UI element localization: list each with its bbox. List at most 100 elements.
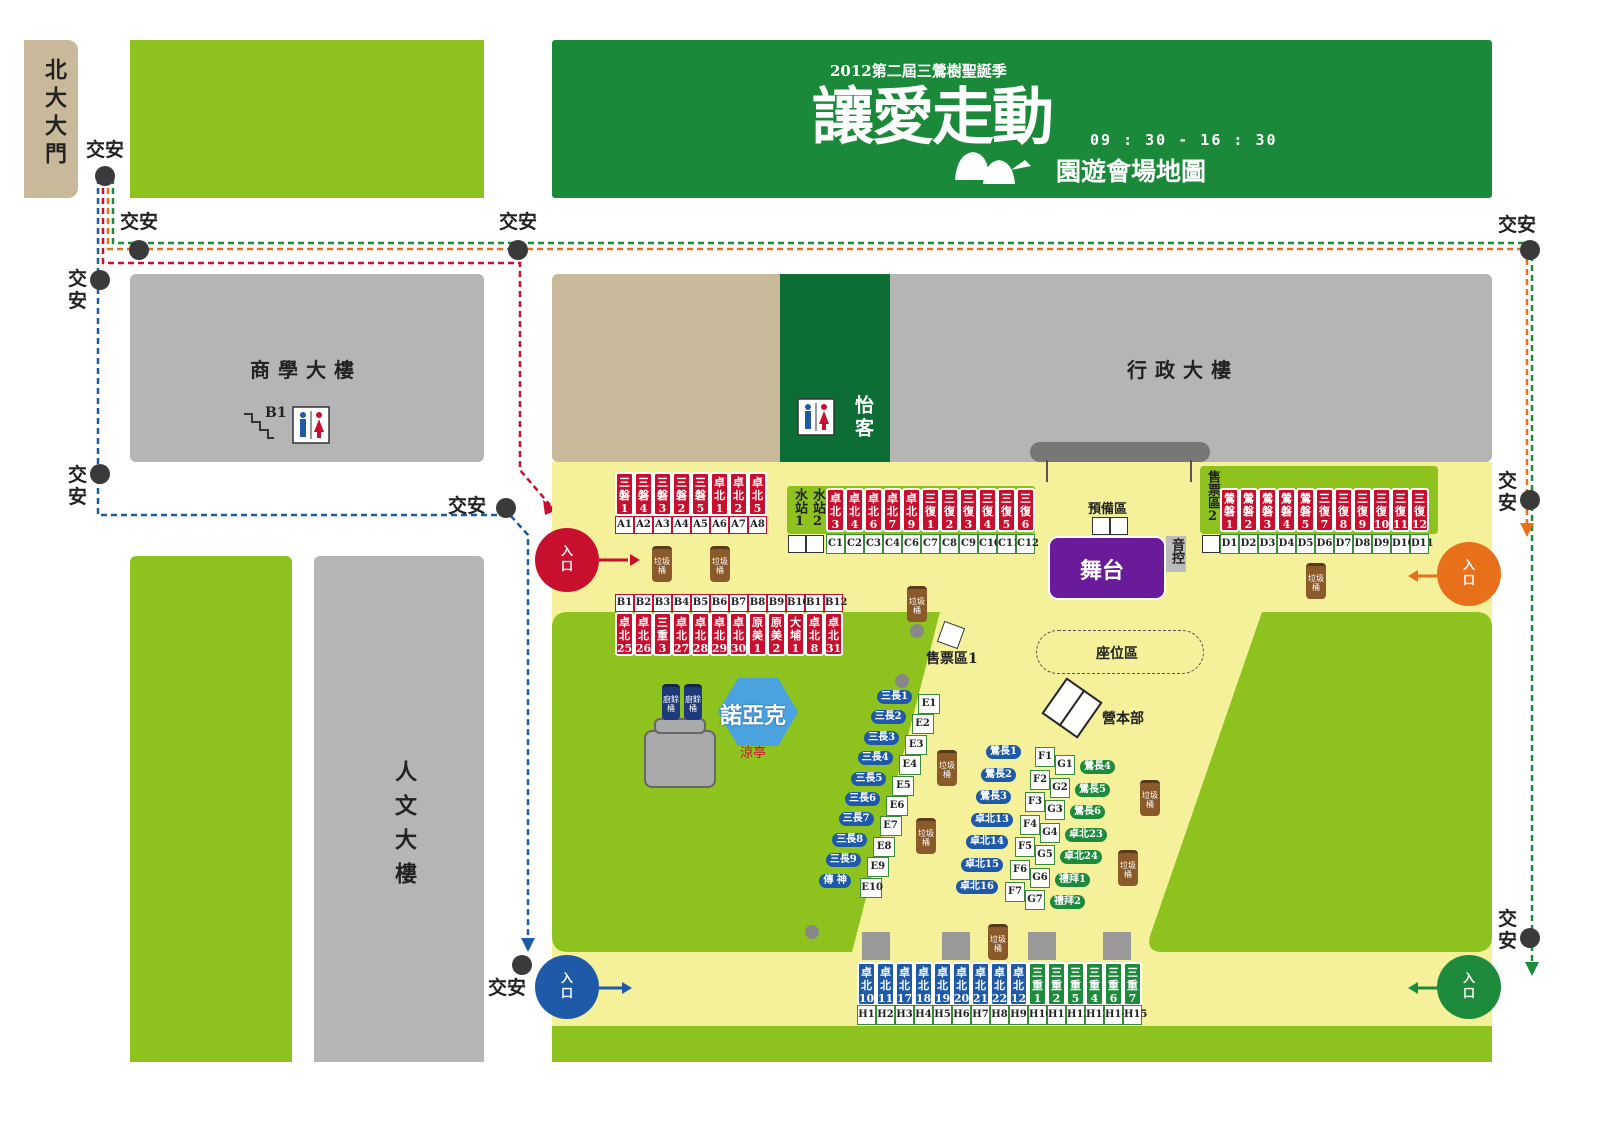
code-g-7[interactable]: G7 xyxy=(1025,890,1045,910)
entrance-green[interactable]: 入口 xyxy=(1437,955,1501,1019)
code-g-5[interactable]: G5 xyxy=(1035,845,1055,865)
pill-g-1[interactable]: 鶯長4 xyxy=(1080,760,1115,774)
code-b-11[interactable]: B11 xyxy=(805,594,828,612)
code-b-8[interactable]: B8 xyxy=(748,594,767,612)
pill-e-2[interactable]: 三長2 xyxy=(870,710,906,725)
code-f-7[interactable]: F7 xyxy=(1005,882,1025,902)
pill-e-1[interactable]: 三長1 xyxy=(877,690,912,704)
code-c-3[interactable]: C3 xyxy=(864,534,883,554)
pill-e-8[interactable]: 三長8 xyxy=(832,832,868,847)
code-d-3[interactable]: D3 xyxy=(1258,534,1277,554)
code-f-4[interactable]: F4 xyxy=(1020,814,1040,835)
code-e-6[interactable]: E6 xyxy=(886,796,908,816)
code-b-6[interactable]: B6 xyxy=(710,594,729,612)
code-e-4[interactable]: E4 xyxy=(898,755,921,776)
code-e-9[interactable]: E9 xyxy=(866,857,889,878)
code-d-10[interactable]: D10 xyxy=(1391,534,1415,554)
pill-g-3[interactable]: 鶯長6 xyxy=(1070,805,1105,819)
code-d-1[interactable]: D1 xyxy=(1220,534,1239,554)
code-c-5[interactable]: C6 xyxy=(902,534,921,554)
pill-e-9[interactable]: 三長9 xyxy=(825,853,861,868)
code-e-2[interactable]: E2 xyxy=(911,714,934,735)
code-h-7[interactable]: H7 xyxy=(971,1005,990,1025)
pill-e-3[interactable]: 三長3 xyxy=(864,730,900,745)
code-b-9[interactable]: B9 xyxy=(767,594,786,612)
code-c-11[interactable]: C12 xyxy=(1016,534,1039,554)
code-g-2[interactable]: G2 xyxy=(1050,777,1070,798)
pill-f-4[interactable]: 卓北13 xyxy=(971,812,1013,827)
code-h-9[interactable]: H9 xyxy=(1009,1005,1028,1025)
code-b-12[interactable]: B12 xyxy=(824,594,847,612)
code-c-8[interactable]: C9 xyxy=(959,534,978,554)
code-c-1[interactable]: C1 xyxy=(826,534,845,554)
code-b-5[interactable]: B5 xyxy=(691,594,710,612)
code-f-1[interactable]: F1 xyxy=(1035,747,1055,767)
code-a-4[interactable]: A4 xyxy=(672,516,691,534)
pill-g-6[interactable]: 禮拜1 xyxy=(1055,872,1090,887)
pill-f-1[interactable]: 鶯長1 xyxy=(986,745,1021,759)
pill-f-6[interactable]: 卓北15 xyxy=(961,857,1003,872)
code-a-5[interactable]: A5 xyxy=(691,516,710,534)
pill-g-7[interactable]: 禮拜2 xyxy=(1050,895,1085,909)
code-h-14[interactable]: H14 xyxy=(1104,1005,1128,1025)
code-d-4[interactable]: D4 xyxy=(1277,534,1296,554)
code-b-10[interactable]: B10 xyxy=(786,594,809,612)
code-d-9[interactable]: D9 xyxy=(1372,534,1391,554)
pill-e-10[interactable]: 傳 神 xyxy=(819,873,851,888)
code-h-8[interactable]: H8 xyxy=(990,1005,1009,1025)
code-b-4[interactable]: B4 xyxy=(672,594,691,612)
entrance-red[interactable]: 入口 xyxy=(535,528,599,592)
code-e-5[interactable]: E5 xyxy=(892,775,915,796)
pill-e-5[interactable]: 三長5 xyxy=(851,771,887,786)
code-e-10[interactable]: E10 xyxy=(860,877,883,898)
pill-e-6[interactable]: 三長6 xyxy=(845,792,880,806)
code-h-6[interactable]: H6 xyxy=(952,1005,971,1025)
pill-e-4[interactable]: 三長4 xyxy=(857,751,893,766)
code-d-2[interactable]: D2 xyxy=(1239,534,1258,554)
pill-e-7[interactable]: 三長7 xyxy=(838,812,874,827)
code-f-6[interactable]: F6 xyxy=(1010,859,1030,880)
code-h-12[interactable]: H12 xyxy=(1066,1005,1090,1025)
pill-g-5[interactable]: 卓北24 xyxy=(1060,850,1102,864)
code-e-3[interactable]: E3 xyxy=(905,734,928,755)
pill-f-2[interactable]: 鶯長2 xyxy=(981,767,1016,782)
